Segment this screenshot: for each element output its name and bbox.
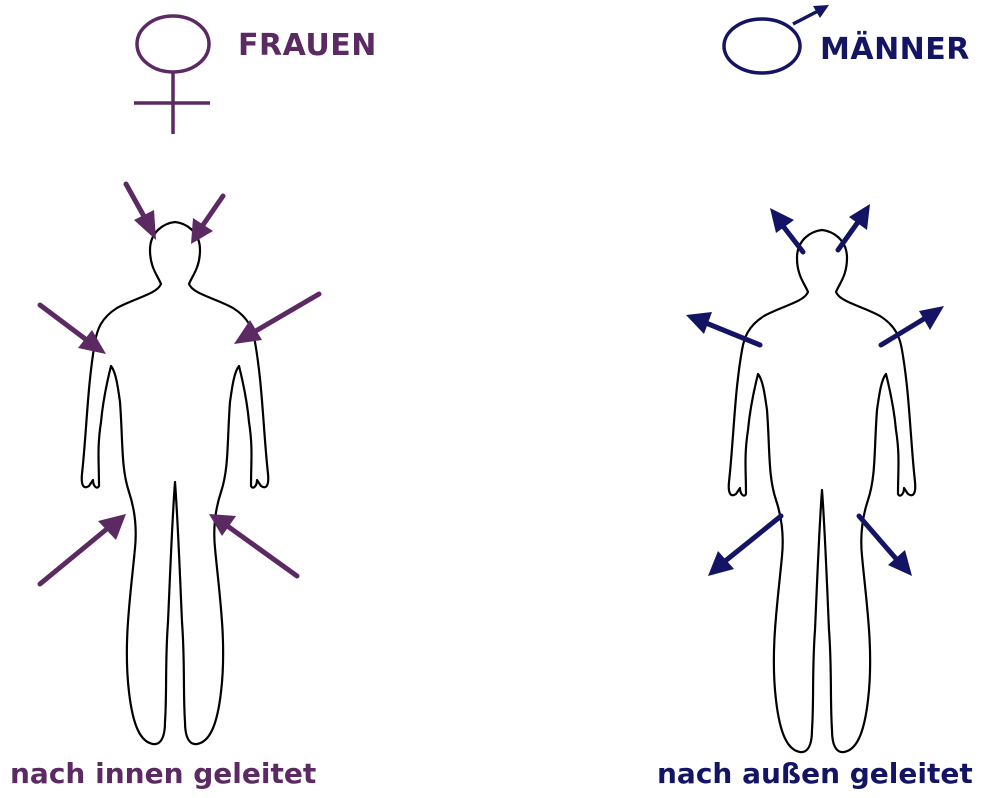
women-title: FRAUEN <box>238 28 377 64</box>
arrow-icon <box>859 516 912 576</box>
mars-icon <box>724 5 829 73</box>
arrow-icon <box>209 514 297 576</box>
venus-icon <box>134 16 210 134</box>
men-title: MÄNNER <box>820 32 970 68</box>
outward-arrows <box>686 204 944 576</box>
women-caption: nach innen geleitet <box>10 757 316 791</box>
arrow-icon <box>126 184 156 240</box>
woman-figure <box>82 222 268 744</box>
man-figure <box>729 230 915 752</box>
arrow-icon <box>40 305 106 354</box>
arrow-icon <box>40 514 126 584</box>
arrow-icon <box>770 208 803 252</box>
inward-arrows <box>40 184 319 584</box>
arrow-icon <box>708 516 781 576</box>
arrow-icon <box>191 196 223 244</box>
arrow-icon <box>838 204 870 250</box>
men-caption: nach außen geleitet <box>657 757 973 791</box>
